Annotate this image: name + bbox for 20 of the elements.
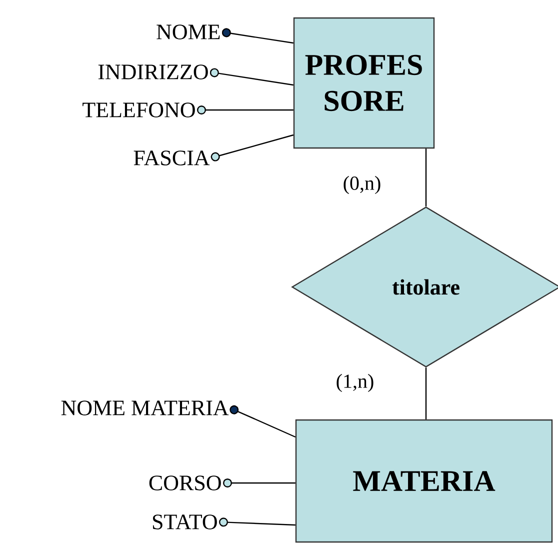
attribute-line — [210, 68, 294, 86]
attribute-label: STATO — [153, 514, 217, 530]
attribute-line — [219, 518, 296, 527]
attribute-label: NOME — [156, 24, 220, 40]
attribute-line — [197, 106, 294, 114]
connector-line — [425, 148, 427, 206]
attribute-line — [230, 405, 296, 438]
connector-line — [425, 368, 427, 420]
entity-box: MATERIA — [295, 419, 553, 543]
attribute-line — [210, 134, 294, 162]
attribute-label: TELEFONO — [82, 102, 195, 118]
attribute-line — [223, 478, 296, 488]
attribute-label: FASCIA — [134, 150, 210, 166]
cardinality-label: (0,n) — [344, 176, 380, 194]
attribute-label: INDIRIZZO — [98, 64, 208, 80]
attribute-line — [222, 28, 294, 44]
cardinality-label: (1,n) — [336, 374, 374, 392]
attribute-label: NOME MATERIA — [61, 400, 229, 416]
attribute-label: CORSO — [149, 476, 221, 490]
entity-box: PROFES SORE — [293, 17, 435, 149]
